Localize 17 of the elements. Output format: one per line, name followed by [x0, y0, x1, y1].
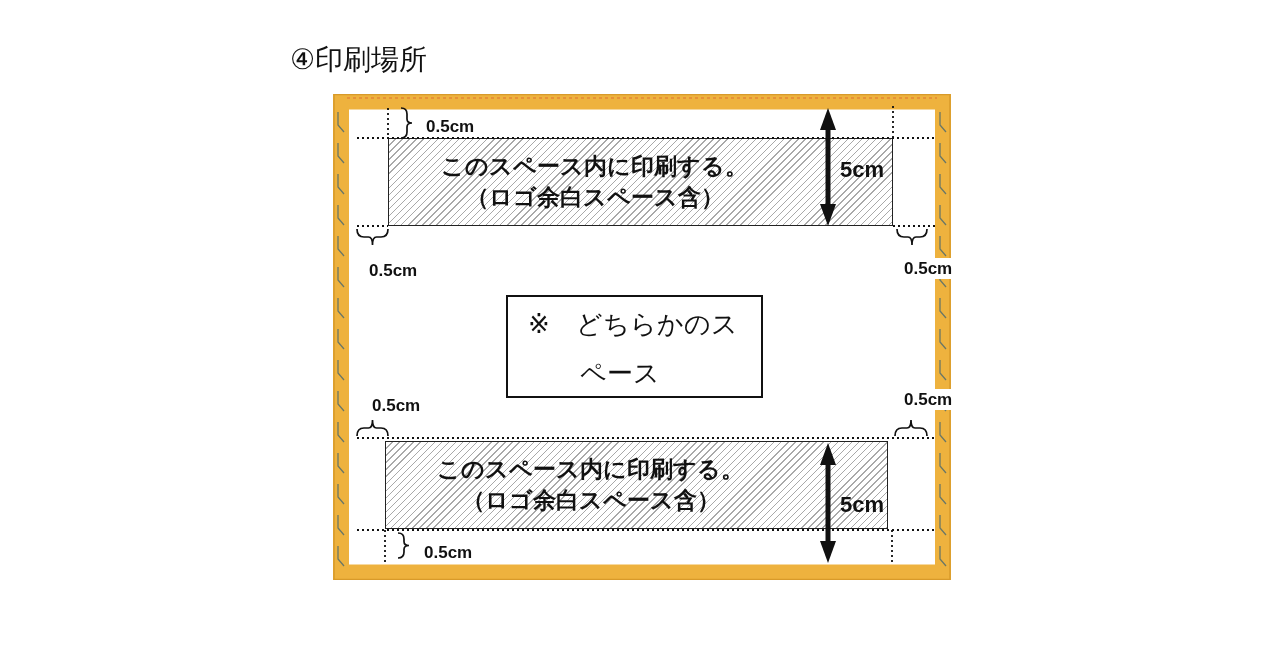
- dimension-label: 0.5cm: [902, 389, 955, 410]
- hatched-print-area: [385, 441, 888, 529]
- parenthetical-note: （ロゴ余白スペース含）: [465, 183, 724, 212]
- note-text: ※ どちらかのスペース: [528, 308, 739, 390]
- dimension-label: 0.5cm: [424, 542, 473, 563]
- dimension-label: 5cm: [840, 492, 885, 518]
- parenthetical-note: （ロゴ余白スペース含）: [461, 486, 720, 515]
- dimension-label: 0.5cm: [426, 116, 475, 137]
- dimension-label: 0.5cm: [372, 395, 421, 416]
- dimension-label: 0.5cm: [369, 260, 418, 281]
- dimension-label: 5cm: [840, 157, 885, 183]
- note-box: [506, 295, 763, 398]
- hatched-print-area: [388, 138, 893, 226]
- instruction-text: このスペース内に印刷する。: [437, 455, 744, 484]
- instruction-text: このスペース内に印刷する。: [441, 152, 748, 181]
- dimension-label: 0.5cm: [902, 258, 955, 279]
- page-heading: ④印刷場所: [290, 42, 428, 78]
